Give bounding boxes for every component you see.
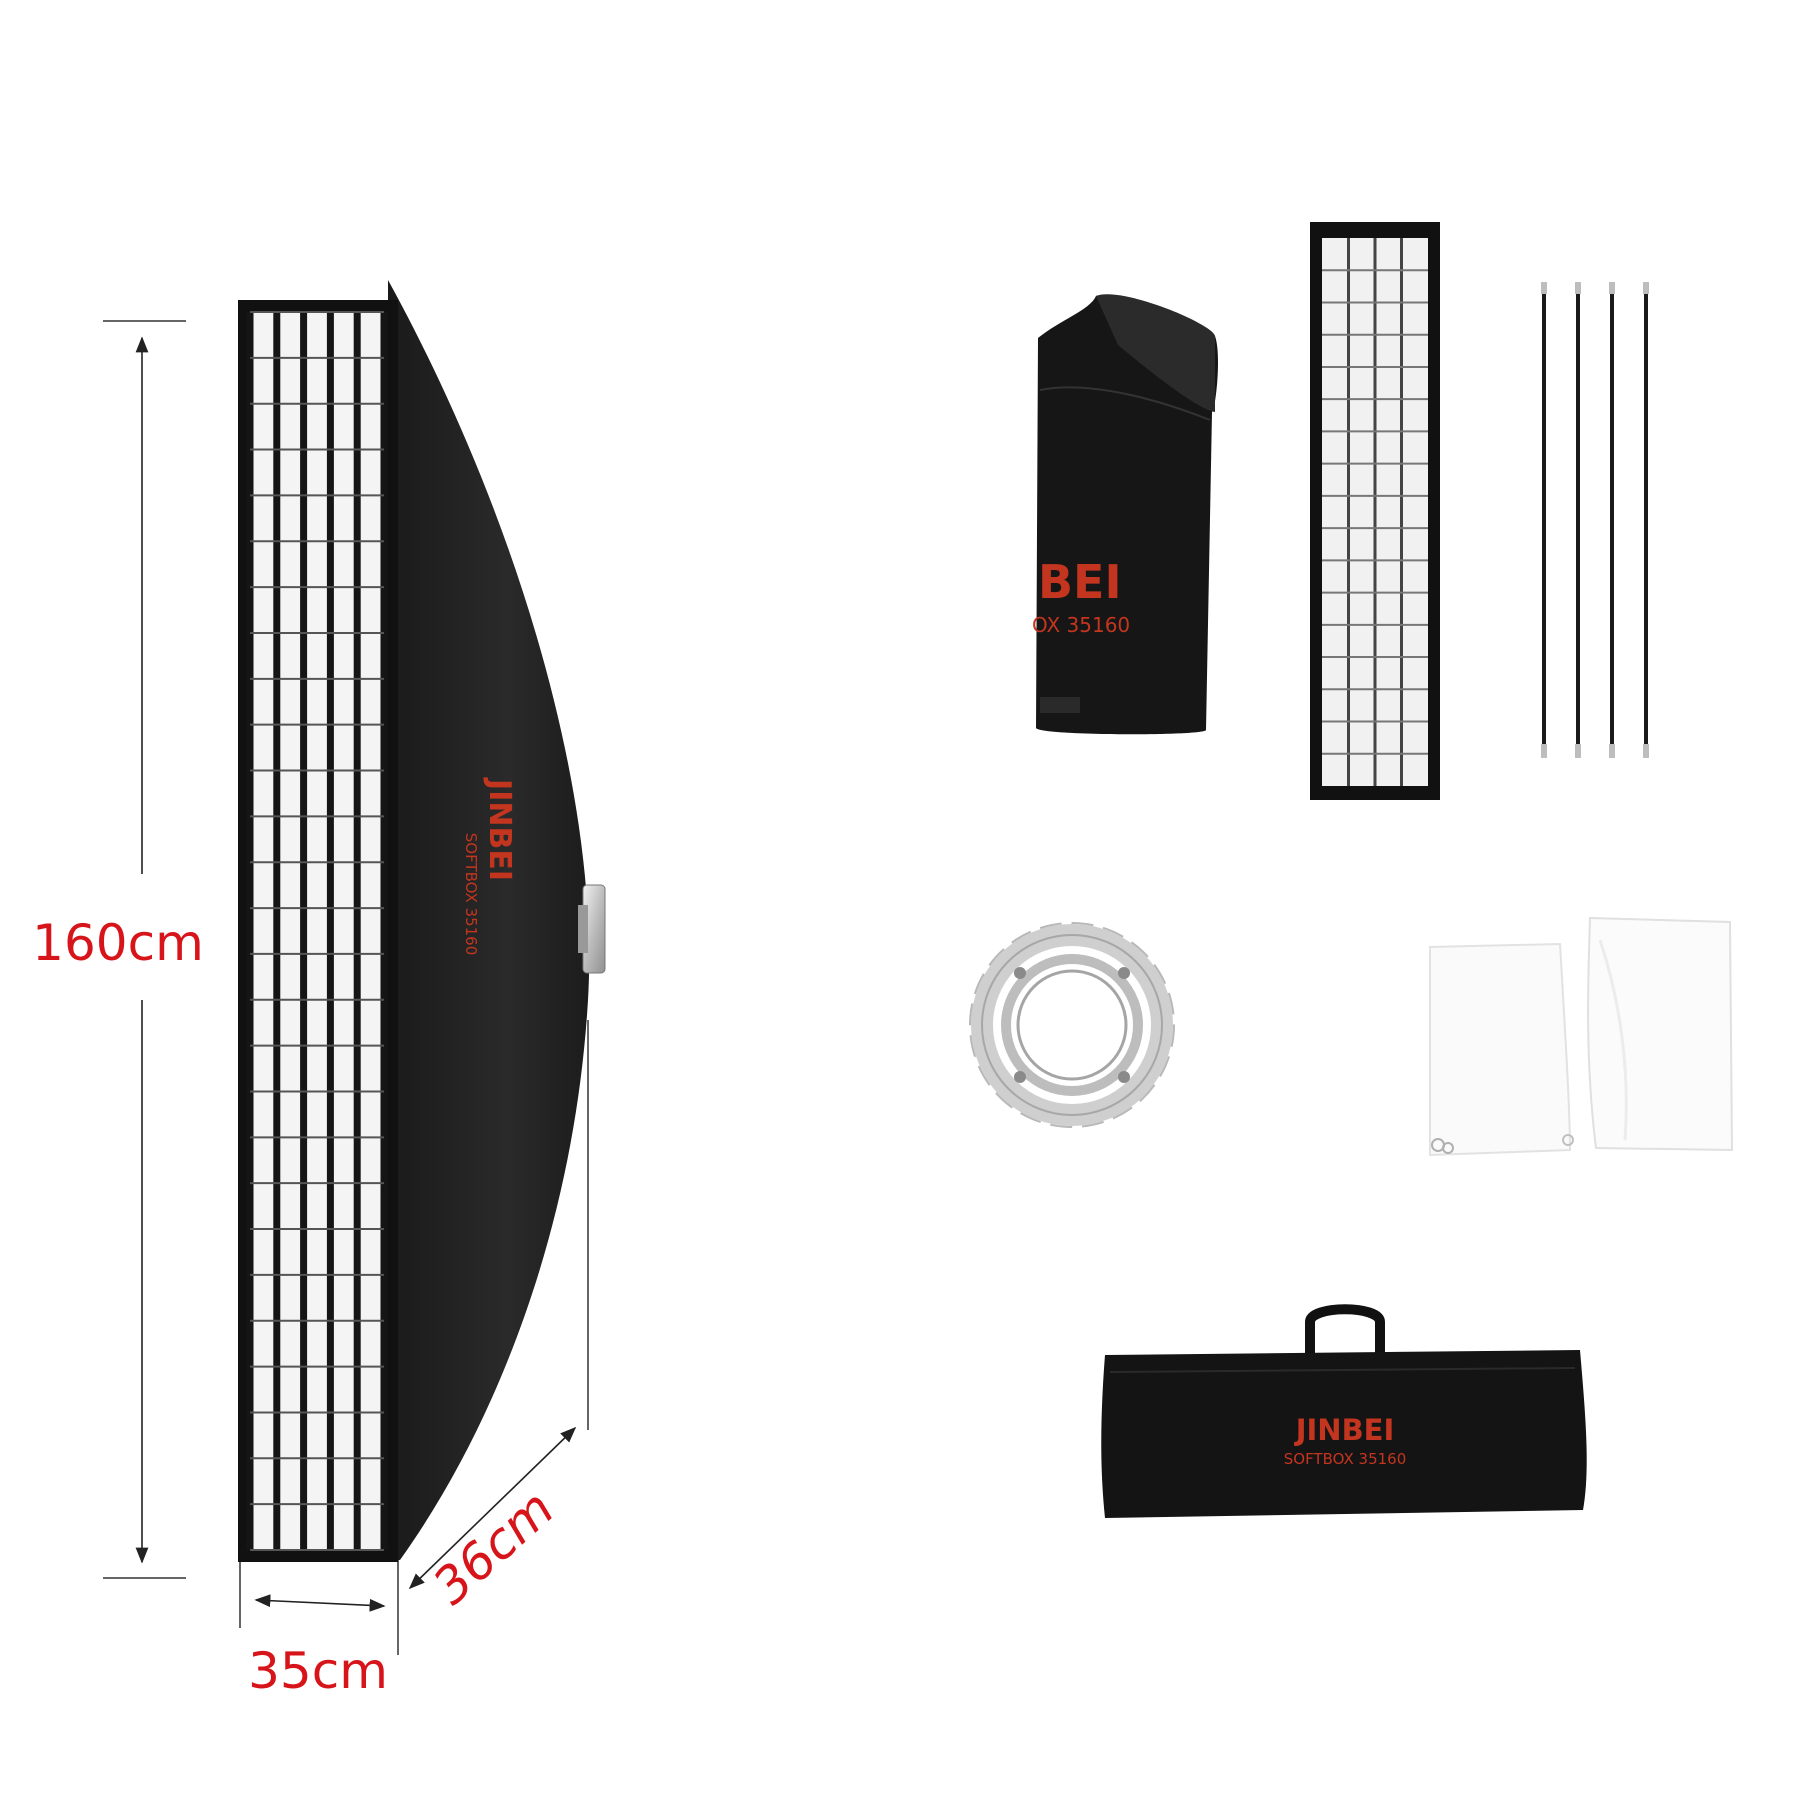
rod-tip (1643, 282, 1649, 294)
rod-tip (1609, 744, 1615, 758)
width-label: 35cm (248, 1642, 388, 1700)
softbox-brand-text: JINBEI (482, 777, 517, 881)
folded-model-text: OX 35160 (1032, 613, 1130, 637)
rod-tip (1541, 282, 1547, 294)
bag-brand-text: JINBEI (1294, 1413, 1395, 1447)
support-rods-icon (1541, 282, 1649, 758)
grid-cells (1322, 238, 1428, 786)
speedring-adapter-icon (969, 922, 1175, 1128)
honeycomb-grid-lines (246, 311, 388, 1551)
folded-softbox-icon: BEI OX 35160 (1032, 294, 1219, 735)
rod-tip (1575, 744, 1581, 758)
honeycomb-grid-icon (1310, 222, 1440, 800)
diffuser-cloths-icon (1429, 916, 1734, 1157)
folded-brand-text: BEI (1038, 555, 1122, 609)
rod-tip (1541, 744, 1547, 758)
rod-tip (1575, 282, 1581, 294)
depth-label: 36cm (422, 1479, 565, 1616)
rod-tip (1643, 744, 1649, 758)
rod-tip (1609, 282, 1615, 294)
softbox-model-text: SOFTBOX 35160 (462, 833, 480, 956)
strip-softbox-icon: JINBEI SOFTBOX 35160 (238, 280, 606, 1562)
dimension-width: 35cm (239, 1560, 399, 1700)
bag-model-text: SOFTBOX 35160 (1284, 1450, 1407, 1468)
carry-bag-icon: JINBEI SOFTBOX 35160 (1101, 1304, 1587, 1518)
height-label: 160cm (32, 914, 204, 972)
dimension-height: 160cm (32, 320, 204, 1579)
